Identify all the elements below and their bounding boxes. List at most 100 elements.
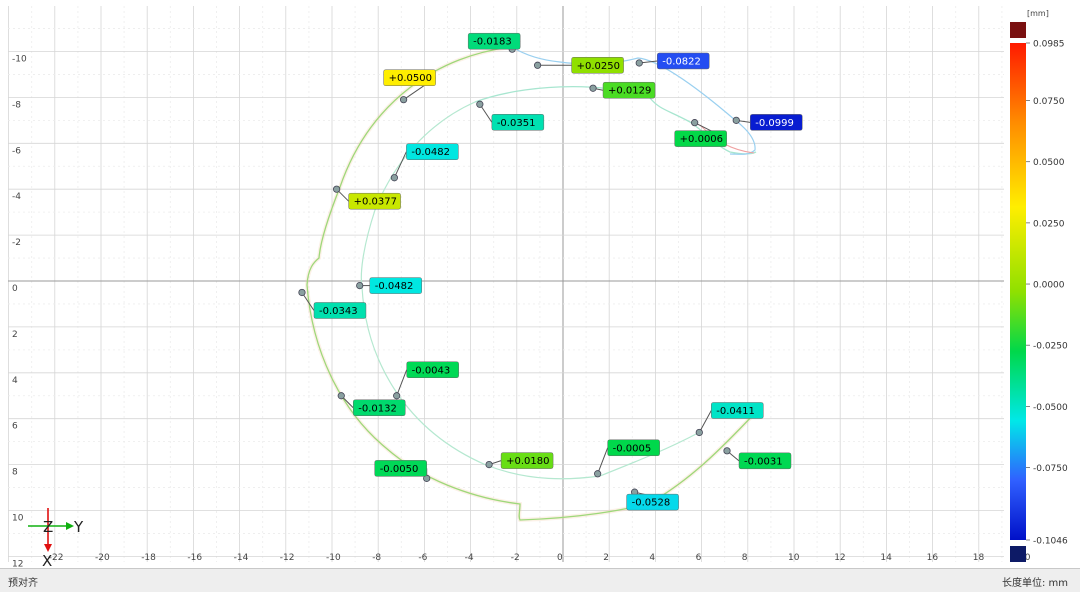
deviation-label[interactable]: +0.0180 [485,452,554,469]
triad-z-label: Z [43,518,53,536]
measurement-point[interactable] [533,61,542,69]
deviation-label-box [348,192,401,210]
measurement-point[interactable] [635,59,643,67]
deviation-label-box [491,114,545,131]
measurement-point[interactable] [589,84,597,92]
measurement-point[interactable] [695,428,703,437]
deviation-label-box [369,277,422,294]
measurement-point[interactable] [393,392,401,400]
deviation-label[interactable]: +0.0129 [589,81,656,99]
deviation-label[interactable]: +0.0250 [533,57,624,74]
colorbar-tick-label: 0.0750 [1033,97,1065,107]
deviation-label[interactable]: -0.0482 [390,143,459,182]
y-tick-label: -12 [280,553,295,563]
deviation-label-box [383,69,436,86]
deviation-label[interactable]: -0.0822 [635,52,710,70]
y-tick-label: -20 [95,553,110,563]
status-mode-text: 预对齐 [8,578,38,589]
measurement-point[interactable] [732,116,740,124]
deviation-label[interactable]: -0.0528 [626,488,679,511]
deviation-label-box [374,460,427,477]
leader-line [597,447,609,474]
colorbar-under-swatch [1010,546,1026,562]
x-tick-label: 2 [12,330,18,340]
measurement-point[interactable] [723,447,731,455]
x-tick-label: 6 [12,422,18,432]
deviation-label-box [602,81,656,99]
deviation-label[interactable]: +0.0500 [383,69,436,104]
deviation-label[interactable]: -0.0043 [393,361,459,400]
deviation-label[interactable]: -0.0005 [594,439,660,478]
x-tick-label: -10 [12,55,27,65]
deviation-label[interactable]: -0.0351 [476,100,545,131]
deviation-value: +0.0180 [506,456,549,467]
deviation-value: -0.0043 [412,365,451,376]
deviation-annotations: -0.0183 +0.0250 -0.0822 +0.0500 +0.0129 -0.03… [298,32,803,511]
deviation-label[interactable]: -0.0343 [298,288,367,319]
deviation-value: -0.0050 [380,464,419,475]
y-tick-label: 18 [973,553,985,563]
y-tick-label: -6 [418,553,427,563]
colorbar-tick-label: 0.0000 [1033,281,1065,291]
deviation-label-box [626,493,679,511]
y-tick-label: -10 [326,553,341,563]
measurement-point[interactable] [356,281,364,290]
y-tick-label: 0 [557,553,563,563]
deviation-label[interactable]: -0.0482 [356,277,422,294]
deviation-value: -0.0005 [613,443,652,454]
deviation-label[interactable]: +0.0377 [333,185,401,210]
measurement-point[interactable] [333,185,341,193]
deviation-value: -0.0482 [375,281,414,292]
x-tick-label: 8 [12,468,18,478]
deviation-label[interactable]: -0.0031 [723,447,792,470]
y-tick-label: 6 [696,553,702,563]
colorbar-tick-label: 0.0500 [1033,158,1065,168]
deviation-value: -0.0528 [632,498,671,509]
y-tick-label: 14 [880,553,892,563]
deviation-value: -0.0031 [744,456,783,467]
deviation-label[interactable]: -0.0183 [467,32,521,53]
deviation-label-box [571,57,624,74]
x-tick-label: -8 [12,100,21,110]
deviation-label[interactable]: -0.0132 [337,392,406,416]
deviation-label-box [656,52,710,70]
y-tick-label: -18 [141,553,156,563]
x-tick-label: -4 [12,192,21,202]
colorbar-tick-label: 0.0985 [1033,40,1065,50]
colorbar-unit: [mm] [1027,9,1049,18]
deviation-label[interactable]: -0.0050 [374,460,431,482]
deviation-label[interactable]: -0.0999 [732,114,803,131]
y-tick-label: -14 [234,553,249,563]
measurement-point[interactable] [594,470,602,478]
deviation-value: +0.0006 [680,134,723,145]
deviation-value: +0.0377 [354,197,397,208]
deviation-label[interactable]: +0.0006 [674,119,727,147]
measurement-point[interactable] [400,96,408,104]
deviation-label-box [406,361,459,378]
measurement-point[interactable] [485,460,493,469]
colorbar-tick-label: -0.1046 [1033,537,1068,547]
color-scale-bar[interactable]: [mm] 0.09850.07500.05000.02500.0000-0.02… [1010,9,1068,562]
y-tick-label: 8 [742,553,748,563]
deviation-label[interactable]: -0.0411 [695,402,764,437]
deviation-value: -0.0351 [497,118,536,129]
x-tick-label: 10 [12,514,24,524]
measurement-point[interactable] [337,392,345,400]
leader-line [301,292,315,311]
colorbar-gradient [1010,43,1026,540]
length-unit-text: 长度单位: mm [1001,578,1068,589]
measurement-point[interactable] [298,288,306,297]
y-tick-label: -8 [372,553,381,563]
deviation-label-box [500,452,554,469]
y-tick-label: -2 [511,553,520,563]
measurement-point[interactable] [476,100,484,108]
measurement-point[interactable] [691,119,699,127]
deviation-value: -0.0822 [662,56,701,67]
deviation-label-box [352,399,406,416]
deviation-value: +0.0250 [577,61,620,72]
x-tick-label: 4 [12,376,18,386]
measurement-point[interactable] [390,174,398,182]
